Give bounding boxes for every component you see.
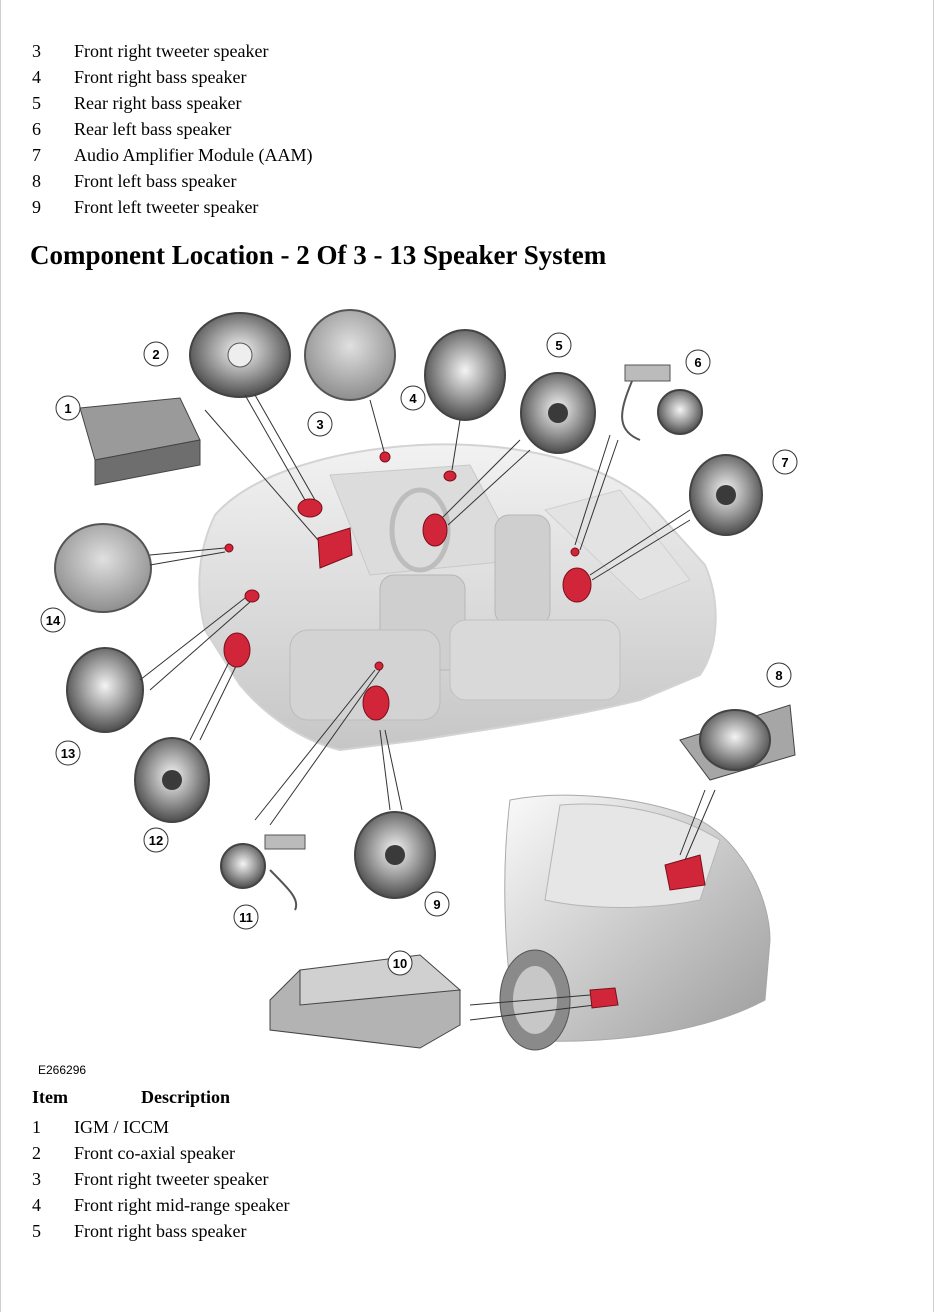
svg-text:10: 10	[393, 956, 407, 971]
callout-2: 2	[143, 341, 169, 367]
description-column-header: Description	[141, 1087, 230, 1107]
section-heading: Component Location - 2 Of 3 - 13 Speaker…	[30, 240, 607, 270]
svg-text:7: 7	[781, 455, 788, 470]
svg-text:12: 12	[149, 833, 163, 848]
svg-text:14: 14	[46, 613, 61, 628]
svg-text:1: 1	[64, 401, 71, 416]
highlighted-locations	[223, 451, 706, 1009]
callout-12: 12	[143, 827, 169, 853]
callout-11: 11	[233, 904, 259, 930]
callout-14: 14	[40, 607, 66, 633]
leader-lines	[139, 394, 716, 1021]
speaker-location-illustration: 1 2 3 4 5 6 7 8 9 10 11 12 13 14	[40, 309, 798, 1051]
svg-text:13: 13	[61, 746, 75, 761]
item-column-header: Item	[32, 1087, 68, 1107]
callout-7: 7	[772, 449, 798, 475]
svg-text:2: 2	[152, 347, 159, 362]
callout-9: 9	[424, 891, 450, 917]
svg-text:3: 3	[316, 417, 323, 432]
callout-13: 13	[55, 740, 81, 766]
figure-id: E266296	[38, 1063, 87, 1077]
callout-4: 4	[400, 385, 426, 411]
svg-text:8: 8	[775, 668, 782, 683]
svg-text:9: 9	[433, 897, 440, 912]
callout-1: 1	[55, 395, 81, 421]
svg-text:4: 4	[409, 391, 417, 406]
callout-3: 3	[307, 411, 333, 437]
callout-5: 5	[546, 332, 572, 358]
callout-markers: 1 2 3 4 5 6 7 8 9 10 11 12 13 14	[40, 332, 798, 976]
svg-text:11: 11	[239, 910, 253, 925]
callout-6: 6	[685, 349, 711, 375]
callout-8: 8	[766, 662, 792, 688]
callout-10: 10	[387, 950, 413, 976]
car-interior-cutaway	[198, 443, 717, 752]
svg-text:5: 5	[555, 338, 562, 353]
svg-text:6: 6	[694, 355, 701, 370]
component-parts	[54, 309, 796, 1049]
